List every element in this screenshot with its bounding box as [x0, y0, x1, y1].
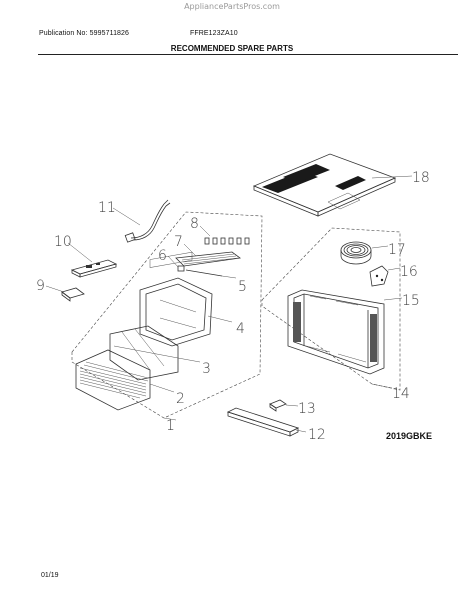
header-divider: [38, 54, 458, 55]
part-2-front-grille: [75, 349, 175, 411]
callout-3: 3: [202, 361, 211, 377]
part-8-clips: [199, 225, 250, 245]
callout-1: 1: [166, 418, 175, 434]
part-15-window-frame: [287, 289, 403, 375]
callout-17: 17: [388, 242, 406, 258]
model-number: FFRE123ZA10: [190, 30, 238, 37]
leader-14: [371, 383, 393, 389]
part-4-front-frame: [139, 251, 233, 347]
callout-5: 5: [238, 279, 247, 295]
enclosure-1: [71, 211, 263, 419]
part-13-clip: [269, 399, 299, 412]
leader-1: [163, 417, 177, 421]
watermark: AppliancePartsPros.com: [184, 2, 280, 11]
page-title: RECOMMENDED SPARE PARTS: [170, 44, 294, 53]
part-3-air-filter: [109, 325, 201, 381]
callout-10: 10: [54, 234, 72, 250]
revision-date: 01/19: [41, 572, 59, 579]
callout-11: 11: [98, 200, 116, 216]
diagram-code: 2019GBKE: [386, 431, 433, 441]
callout-13: 13: [298, 401, 316, 417]
part-7-louver: [175, 243, 242, 267]
callout-14: 14: [392, 386, 410, 402]
part-12-seal-strip: [226, 407, 307, 437]
part-5-louver-link: [185, 269, 237, 279]
callout-8: 8: [190, 216, 199, 232]
callout-18: 18: [412, 170, 430, 186]
callout-9: 9: [36, 278, 45, 294]
part-10-control-board: [67, 242, 118, 278]
callout-15: 15: [402, 293, 420, 309]
callout-12: 12: [308, 427, 326, 443]
part-18-filter-kit: [252, 153, 413, 217]
callout-4: 4: [236, 321, 245, 337]
part-17-gasket-roll: [340, 241, 389, 265]
part-16-bracket: [369, 265, 401, 287]
part-11-power-cord: [112, 199, 171, 243]
part-6-louver-motor: [167, 255, 185, 272]
publication-number: Publication No: 5995711826: [39, 30, 130, 37]
enclosure-14: [261, 227, 401, 391]
callout-7: 7: [174, 234, 183, 250]
callout-16: 16: [400, 264, 418, 280]
callout-6: 6: [158, 248, 167, 264]
part-9-remote-sensor: [45, 285, 85, 302]
callout-2: 2: [176, 391, 185, 407]
